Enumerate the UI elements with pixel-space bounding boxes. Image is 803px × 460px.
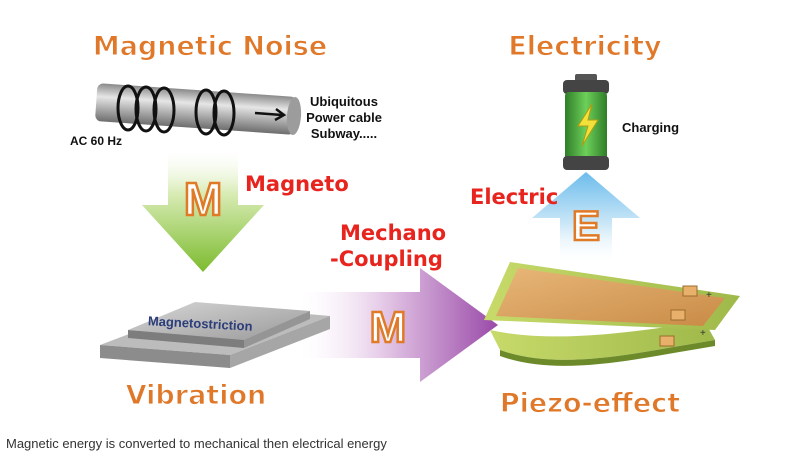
piezo-effect-title: Piezo-effect <box>500 388 680 419</box>
vibration-title: Vibration <box>126 380 266 411</box>
subway-label: Subway..... <box>311 126 377 141</box>
ubiquitous-label: Ubiquitous <box>310 94 378 109</box>
magneto-arrow <box>142 150 264 272</box>
e-letter: E <box>572 202 600 249</box>
magneto-label: Magneto <box>245 172 349 196</box>
battery-icon <box>563 74 609 170</box>
ac-60hz-label: AC 60 Hz <box>70 134 122 148</box>
svg-text:+: + <box>700 328 706 339</box>
electric-arrow <box>532 172 640 262</box>
piezo-element: + + <box>484 262 740 366</box>
svg-text:+: + <box>706 290 712 301</box>
electricity-title: Electricity <box>508 31 662 62</box>
magnetic-noise-title: Magnetic Noise <box>93 31 327 62</box>
energy-conversion-diagram: Magnetic Noise Electricity AC 60 Hz Ubiq… <box>70 31 740 420</box>
coupling-label: -Coupling <box>330 247 443 271</box>
power-cable-label: Power cable <box>306 110 382 125</box>
m-letter-middle: M <box>370 303 407 352</box>
coil-icon <box>116 84 236 137</box>
magnetostriction-label: Magnetostriction <box>148 313 253 333</box>
mechano-coupling-arrow <box>300 268 498 382</box>
figure-caption: Magnetic energy is converted to mechanic… <box>6 436 387 451</box>
power-cable-icon <box>95 83 302 137</box>
electric-label: Electric <box>470 185 558 209</box>
mechano-label: Mechano <box>340 221 446 245</box>
magnetostriction-slab <box>100 302 330 368</box>
lightning-icon <box>577 103 599 147</box>
m-letter-top: M <box>184 173 222 225</box>
charging-label: Charging <box>622 120 679 135</box>
